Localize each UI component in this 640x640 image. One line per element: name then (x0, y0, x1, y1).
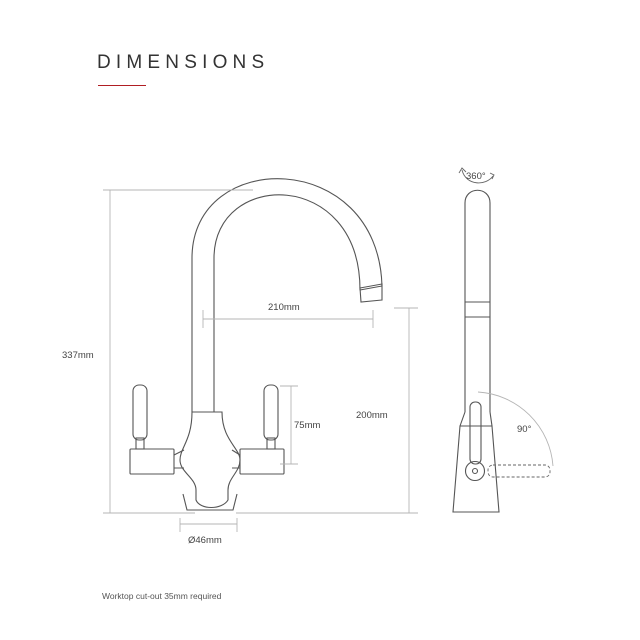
side-spout (464, 189, 491, 412)
left-handle-lever (132, 384, 148, 441)
swivel-label: 360° (466, 171, 486, 182)
worktop-note: Worktop cut-out 35mm required (102, 591, 222, 601)
rotation-label: 90° (517, 424, 532, 435)
page-title: DIMENSIONS (97, 52, 270, 73)
base-diameter-label: Ø46mm (188, 535, 222, 546)
left-handle-housing (129, 448, 175, 475)
total-height-label: 337mm (62, 350, 94, 361)
side-lever-rotated (487, 464, 551, 478)
side-lever (469, 401, 482, 465)
spout-reach-label: 210mm (268, 302, 300, 313)
left-handle-neck (173, 449, 185, 469)
right-handle-stem (266, 437, 276, 450)
side-view (452, 189, 500, 513)
handle-height-label: 75mm (294, 420, 320, 431)
right-handle-housing (239, 448, 285, 475)
title-underline (98, 85, 146, 86)
front-view (129, 178, 383, 511)
swivel-arrow (458, 167, 495, 184)
left-handle-stem (135, 437, 145, 450)
spout-height-label: 200mm (356, 410, 388, 421)
spout (191, 178, 383, 412)
spout-outlet (359, 283, 383, 303)
tap-body (179, 411, 241, 509)
right-handle-neck (231, 449, 241, 469)
side-spout-joint (465, 301, 490, 318)
front-dimension-lines (103, 189, 418, 532)
side-lever-pivot (464, 460, 486, 482)
side-body-neck (459, 411, 493, 427)
tap-base (182, 493, 238, 511)
side-lever-pivot-inner (471, 467, 479, 475)
right-handle-lever (263, 384, 279, 441)
rotation-arc (477, 391, 554, 467)
